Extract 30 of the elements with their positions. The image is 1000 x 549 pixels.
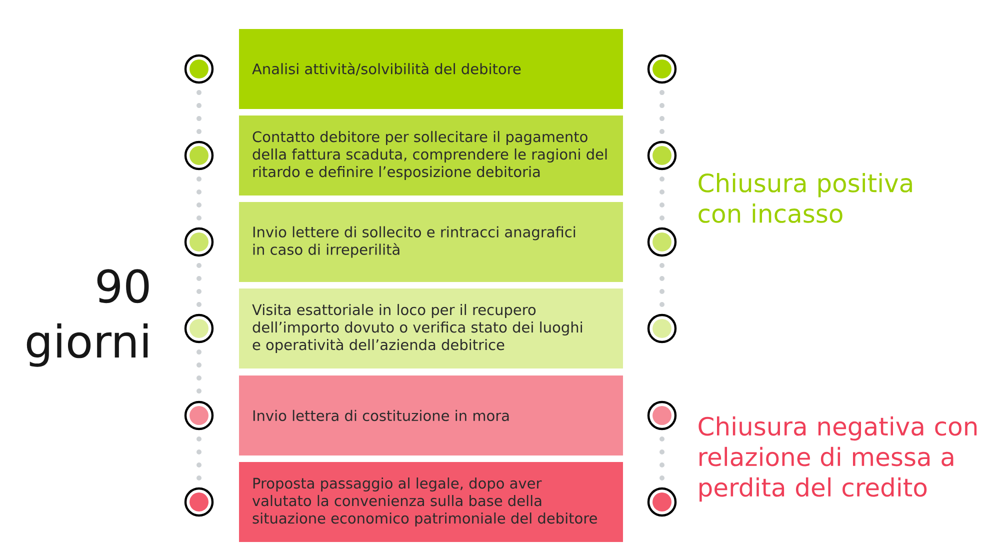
step-box: Proposta passaggio al legale, dopo aver valutato la convenienza sulla base della situazione economico patrimoniale del debitore [239, 462, 623, 542]
timeline-circle [184, 227, 214, 257]
step-box: Visita esattoriale in loco per il recupero dell’importo dovuto o verifica stato dei luoghi e operatività dell’azienda debitrice [239, 288, 623, 368]
dotted-connector [660, 263, 664, 308]
timeline-circle [184, 400, 214, 430]
dotted-connector [196, 350, 202, 394]
step-box: Invio lettere di sollecito e rintracci anagrafici in caso di irreperilità [239, 202, 623, 282]
timeline-circle [184, 314, 214, 344]
step-box: Contatto debitore per sollecitare il pagamento della fattura scaduta, comprendere le ragioni del ritardo e definire l’esposizione debitoria [239, 116, 623, 196]
dotted-connector [196, 436, 202, 481]
timeline-circle [647, 140, 677, 170]
dotted-connector [196, 176, 202, 221]
dotted-connector [196, 263, 202, 308]
timeline-circle [647, 487, 677, 517]
step-box: Analisi attività/solvibilità del debitore [239, 29, 623, 109]
timeline-circle [184, 54, 214, 84]
timeline-circle [647, 54, 677, 84]
timeline-circle [647, 227, 677, 257]
timeline-circle [184, 487, 214, 517]
step-box: Invio lettera di costituzione in mora [239, 376, 623, 456]
timeline-circle [647, 314, 677, 344]
duration-label: 90 giorni [26, 269, 149, 367]
dotted-connector [660, 436, 664, 481]
dotted-connector [196, 90, 202, 134]
timeline-circle [647, 400, 677, 430]
dotted-connector [660, 90, 664, 134]
outcome-label: Chiusura negativa con relazione di messa a perdita del credito [698, 416, 977, 502]
outcome-label: Chiusura positiva con incasso [698, 173, 912, 223]
timeline-circle [184, 140, 214, 170]
dotted-connector [660, 176, 664, 221]
